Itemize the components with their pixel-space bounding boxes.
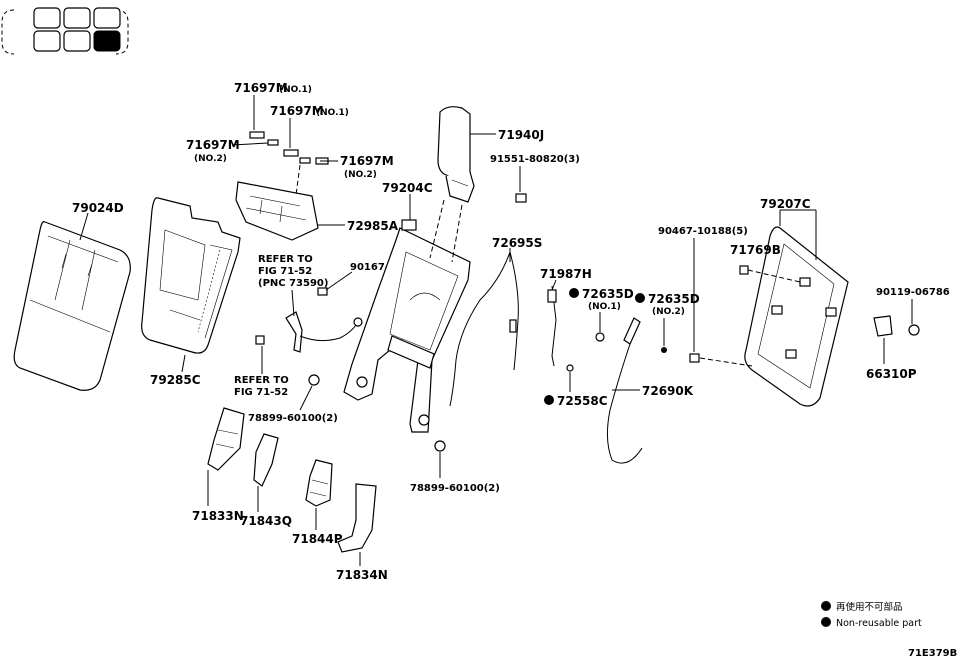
headrest-71940J[interactable] [437, 106, 475, 203]
legend: 再使用不可部品 Non-reusable part [821, 601, 922, 629]
panel-72985A[interactable] [235, 181, 319, 241]
label-71697M-4: 71697M [340, 154, 394, 168]
refer1-line2: FIG 71-52 [258, 266, 312, 277]
seatback-frame-79204C[interactable] [343, 219, 471, 433]
label-71697M-1-note: (NO.1) [279, 85, 312, 95]
label-72985A: 72985A [347, 219, 399, 233]
legend-bullet-jp [821, 601, 831, 611]
bolt-90167-40044[interactable] [317, 287, 328, 296]
refer2-line1: REFER TO [234, 375, 289, 386]
non-reusable-mark [569, 288, 579, 298]
cover-71834N[interactable] [337, 483, 377, 553]
cable-72690K[interactable] [606, 317, 643, 464]
label-66310P: 66310P [866, 367, 917, 381]
screw-90119-06786[interactable] [908, 324, 920, 336]
label-79207C: 79207C [760, 197, 811, 211]
bolt-78899-60100-b[interactable] [434, 440, 446, 452]
label-79285C: 79285C [150, 373, 201, 387]
label-72690K: 72690K [642, 384, 694, 398]
back-board-79207C[interactable] [744, 226, 849, 407]
label-71697M-3: 71697M [186, 138, 240, 152]
refer1-line3: (PNC 73590) [258, 278, 328, 289]
legend-en-text: Non-reusable part [836, 618, 922, 629]
label-90467-10188: 90467-10188(5) [658, 226, 748, 237]
label-71843Q: 71843Q [240, 514, 292, 528]
bolt-91551-80820[interactable] [515, 193, 527, 203]
seatback-cover-79024D[interactable] [13, 221, 131, 391]
label-71844P: 71844P [292, 532, 343, 546]
label-90119-06786: 90119-06786 [876, 287, 950, 298]
label-71697M-2: 71697M [270, 104, 324, 118]
refer1-line1: REFER TO [258, 254, 313, 265]
label-72635D-1-note: (NO.1) [588, 302, 621, 312]
label-71697M-4-note: (NO.2) [344, 170, 377, 180]
diagram-id: 71E379B [908, 648, 957, 659]
clip-72635D-1[interactable] [595, 332, 605, 342]
seatback-pad-79285C[interactable] [141, 197, 241, 354]
lever-71987H[interactable] [547, 285, 557, 367]
label-71940J: 71940J [498, 128, 544, 142]
legend-bullet-en [821, 617, 831, 627]
label-78899-60100-a: 78899-60100(2) [248, 413, 338, 424]
clip-71697M[interactable] [249, 131, 329, 165]
label-71769B: 71769B [730, 243, 781, 257]
label-71697M-1: 71697M [234, 81, 288, 95]
label-72635D-1: 72635D [582, 287, 634, 301]
label-71697M-3-note: (NO.2) [194, 154, 227, 164]
hook-66310P[interactable] [873, 315, 893, 337]
label-91551-80820: 91551-80820(3) [490, 154, 580, 165]
label-79024D: 79024D [72, 201, 124, 215]
clip-90467-10188[interactable] [689, 353, 700, 363]
cover-71843Q[interactable] [253, 433, 279, 487]
cable-72695S[interactable] [449, 251, 519, 407]
clip-71769B[interactable] [739, 265, 749, 275]
label-72558C: 72558C [557, 394, 608, 408]
label-72695S: 72695S [492, 236, 542, 250]
label-71833N: 71833N [192, 509, 244, 523]
cover-71833N[interactable] [207, 407, 245, 471]
bolt-78899-60100-a[interactable] [308, 374, 320, 386]
refer2-line2: FIG 71-52 [234, 387, 288, 398]
label-78899-60100-b: 78899-60100(2) [410, 483, 500, 494]
cover-71844P[interactable] [305, 459, 333, 507]
label-72635D-2-note: (NO.2) [652, 307, 685, 317]
legend-jp-text: 再使用不可部品 [836, 601, 903, 613]
label-79204C: 79204C [382, 181, 433, 195]
label-72635D-2: 72635D [648, 292, 700, 306]
non-reusable-mark [544, 395, 554, 405]
clip-72635D-2[interactable] [661, 347, 667, 353]
cable-guide[interactable] [255, 335, 265, 345]
label-71987H: 71987H [540, 267, 592, 281]
seat-position-indicator [1, 7, 129, 55]
seat-belt-anchor[interactable] [285, 311, 363, 353]
non-reusable-mark [635, 293, 645, 303]
label-71834N: 71834N [336, 568, 388, 582]
label-71697M-2-note: (NO.1) [316, 108, 349, 118]
clip-72558C[interactable] [566, 364, 574, 372]
